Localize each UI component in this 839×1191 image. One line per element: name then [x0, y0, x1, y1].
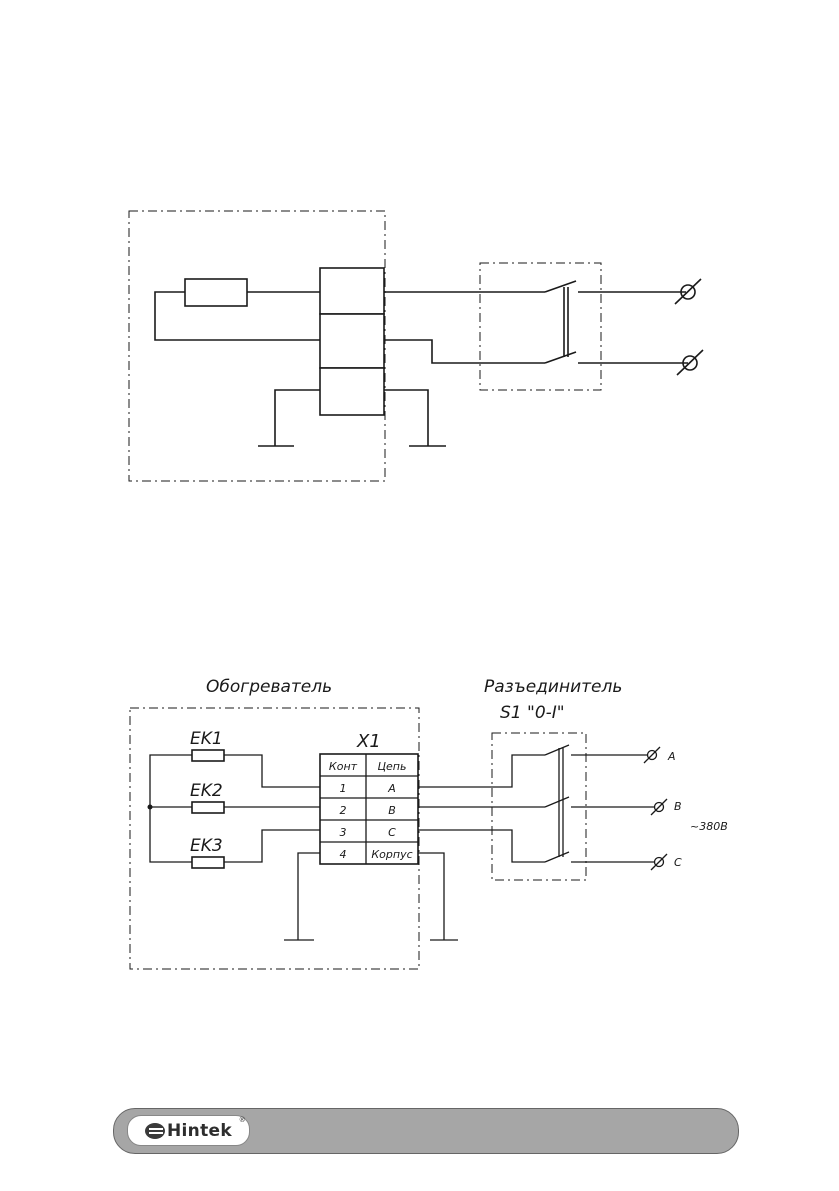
voltage-label: ~380B [690, 820, 728, 833]
phase-label-c: C [674, 856, 682, 869]
terminal-symbol-b [653, 801, 665, 813]
top-resistor [184, 278, 248, 307]
registered-mark: ® [238, 1116, 246, 1124]
table-contact-4: 4 [340, 848, 347, 861]
bottom-diagram: Обогреватель Разъединитель S1 "0-I" EK1 … [129, 677, 728, 970]
brand-name: Hintek [167, 1120, 232, 1141]
top-diagram [128, 210, 704, 482]
table-circuit-2: B [388, 804, 396, 817]
disconnector-ref: S1 "0-I" [500, 703, 565, 723]
top-terminal-symbol-1 [680, 284, 696, 300]
disconnector-enclosure [491, 732, 587, 881]
table-contact-1: 1 [340, 782, 347, 795]
heater-label: Обогреватель [206, 677, 332, 697]
table-contact-3: 3 [340, 826, 347, 839]
x1-table [319, 753, 419, 865]
table-header-circuit: Цепь [378, 760, 407, 773]
phase-label-b: B [674, 800, 682, 813]
ek2-label: EK2 [190, 781, 223, 801]
disconnector-label: Разъединитель [484, 677, 622, 697]
heater-enclosure [129, 707, 420, 970]
brand-mark-icon [145, 1122, 166, 1139]
connector-ref: X1 [356, 731, 381, 752]
ek2-resistor [191, 801, 225, 814]
top-terminal-symbol-2 [682, 355, 698, 371]
table-circuit-1: A [387, 782, 396, 795]
top-terminal-1 [319, 267, 385, 315]
ek1-label: EK1 [190, 729, 223, 749]
top-terminal-3 [319, 367, 385, 416]
top-switch-enclosure [479, 262, 602, 391]
top-heater-enclosure [128, 210, 386, 482]
terminal-symbol-a [646, 749, 658, 761]
table-contact-2: 2 [340, 804, 347, 817]
table-circuit-3: C [388, 826, 396, 839]
top-terminal-2 [319, 313, 385, 369]
ek3-resistor [191, 856, 225, 869]
terminal-symbol-c [653, 856, 665, 868]
neutral-node [147, 804, 153, 810]
table-circuit-4: Корпус [371, 848, 412, 861]
ek3-label: EK3 [190, 836, 223, 856]
table-header-contact: Конт [329, 760, 358, 773]
ek1-resistor [191, 749, 225, 762]
brand-logo: Hintek ® [127, 1115, 250, 1146]
phase-label-a: A [667, 750, 676, 763]
